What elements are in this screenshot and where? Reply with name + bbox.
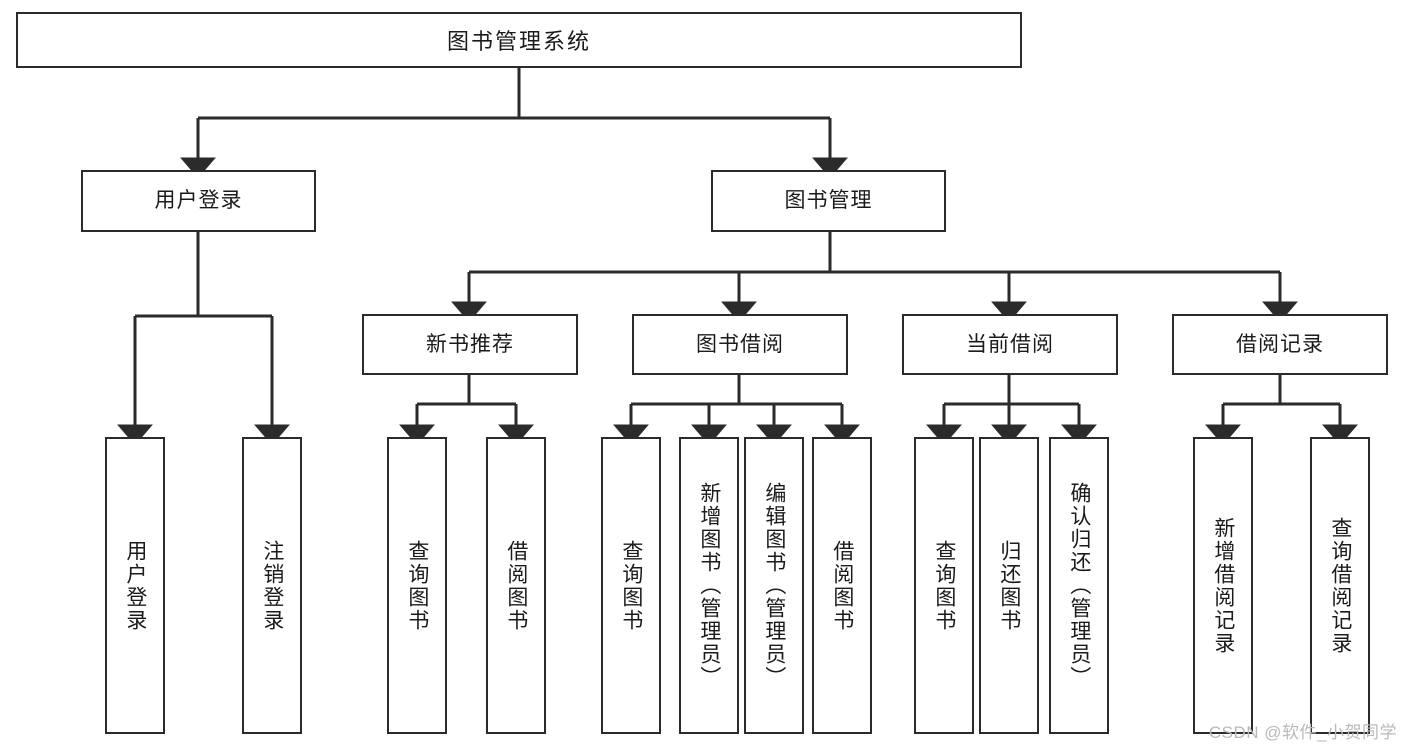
leaf-borrow-book[interactable]: 借阅图书: [812, 437, 872, 734]
node-label: 当前借阅: [966, 332, 1054, 356]
leaf-label: 查询图书: [932, 539, 956, 632]
leaf-label: 查询图书: [619, 539, 643, 632]
node-label: 借阅记录: [1236, 332, 1324, 356]
node-book-management[interactable]: 图书管理: [711, 170, 946, 232]
leaf-add-book-admin[interactable]: 新增图书（管理员）: [679, 437, 739, 734]
watermark: CSDN @软件_小贺同学: [1208, 723, 1397, 742]
leaf-label: 借阅图书: [830, 539, 854, 632]
leaf-edit-book-admin[interactable]: 编辑图书（管理员）: [744, 437, 804, 734]
leaf-return-book[interactable]: 归还图书: [979, 437, 1039, 734]
node-borrow-record[interactable]: 借阅记录: [1172, 314, 1388, 375]
leaf-borrow-book-new[interactable]: 借阅图书: [486, 437, 546, 734]
leaf-label: 归还图书: [997, 539, 1021, 632]
leaf-label: 确认归还（管理员）: [1067, 482, 1091, 689]
leaf-query-book-new[interactable]: 查询图书: [387, 437, 447, 734]
leaf-label: 新增图书（管理员）: [697, 482, 721, 689]
leaf-label: 借阅图书: [504, 539, 528, 632]
leaf-label: 查询借阅记录: [1328, 516, 1352, 655]
node-label: 图书管理系统: [446, 29, 591, 54]
node-label: 用户登录: [154, 189, 243, 213]
leaf-logout[interactable]: 注销登录: [242, 437, 302, 734]
node-book-borrow[interactable]: 图书借阅: [632, 314, 848, 375]
node-label: 图书管理: [784, 189, 873, 213]
leaf-query-book-current[interactable]: 查询图书: [914, 437, 974, 734]
leaf-label: 编辑图书（管理员）: [762, 482, 786, 689]
node-root-system[interactable]: 图书管理系统: [16, 12, 1022, 68]
leaf-add-borrow-record[interactable]: 新增借阅记录: [1193, 437, 1253, 734]
node-label: 图书借阅: [696, 332, 784, 356]
node-current-borrow[interactable]: 当前借阅: [902, 314, 1118, 375]
leaf-query-borrow-record[interactable]: 查询借阅记录: [1310, 437, 1370, 734]
leaf-user-login[interactable]: 用户登录: [105, 437, 165, 734]
leaf-label: 新增借阅记录: [1211, 516, 1235, 655]
leaf-confirm-return-admin[interactable]: 确认归还（管理员）: [1049, 437, 1109, 734]
node-user-login[interactable]: 用户登录: [81, 170, 316, 232]
leaf-label: 注销登录: [260, 539, 284, 632]
node-label: 新书推荐: [426, 332, 514, 356]
leaf-label: 查询图书: [405, 539, 429, 632]
leaf-query-book-borrow[interactable]: 查询图书: [601, 437, 661, 734]
leaf-label: 用户登录: [123, 539, 147, 632]
node-new-book-recommend[interactable]: 新书推荐: [362, 314, 578, 375]
